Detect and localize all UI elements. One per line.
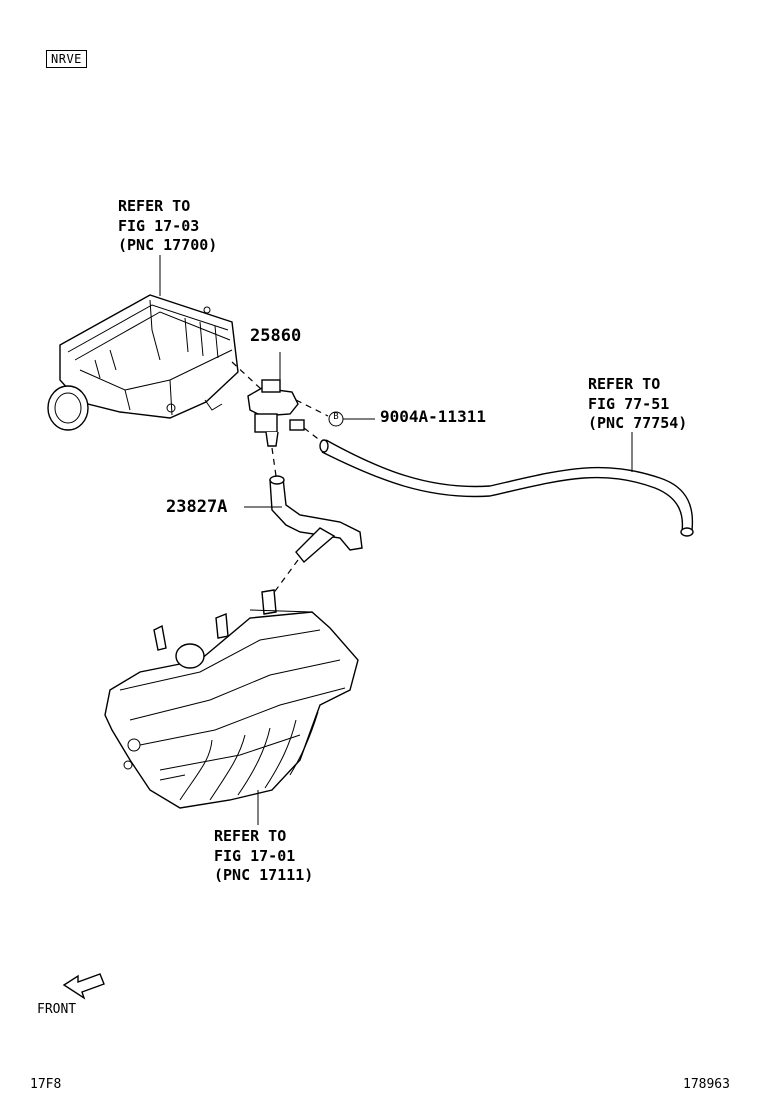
vacuum-hose-drawing — [319, 439, 694, 537]
manifold-ref-line3: (PNC 17111) — [214, 866, 314, 884]
air-cleaner-ref-line2: FIG 17-03 — [118, 216, 200, 235]
footer-right-code: 178963 — [683, 1077, 730, 1092]
front-arrow-icon — [62, 973, 105, 1000]
hose-ref-line1: REFER TO — [588, 375, 661, 393]
manifold-ref-line1: REFER TO — [214, 827, 287, 845]
section-code-badge: NRVE — [46, 50, 87, 68]
air-cleaner-drawing — [47, 294, 239, 431]
vsv-valve-drawing — [247, 379, 305, 447]
part-number-hose: 23827A — [166, 497, 228, 517]
hose-reference: REFER TO FIG 77-51 (PNC 77754) — [588, 375, 687, 434]
air-cleaner-ref-line3: (PNC 17700) — [118, 236, 218, 254]
footer-left-code: 17F8 — [30, 1077, 62, 1092]
intake-manifold-drawing — [104, 589, 359, 809]
bolt-marker-letter: B — [333, 412, 339, 422]
front-label: FRONT — [37, 1002, 77, 1017]
air-cleaner-reference: REFER TO FIG 17-03 (PNC 17700) — [118, 197, 217, 256]
small-hose-drawing — [269, 475, 363, 564]
hose-ref-line3: (PNC 77754) — [588, 414, 688, 432]
intake-manifold-reference: REFER TO FIG 17-01 (PNC 17111) — [214, 827, 313, 886]
part-number-vsv: 25860 — [250, 326, 302, 346]
manifold-ref-line2: FIG 17-01 — [214, 846, 296, 865]
part-number-bolt: 9004A-11311 — [380, 407, 486, 426]
air-cleaner-ref-line1: REFER TO — [118, 197, 191, 215]
hose-ref-line2: FIG 77-51 — [588, 394, 670, 413]
